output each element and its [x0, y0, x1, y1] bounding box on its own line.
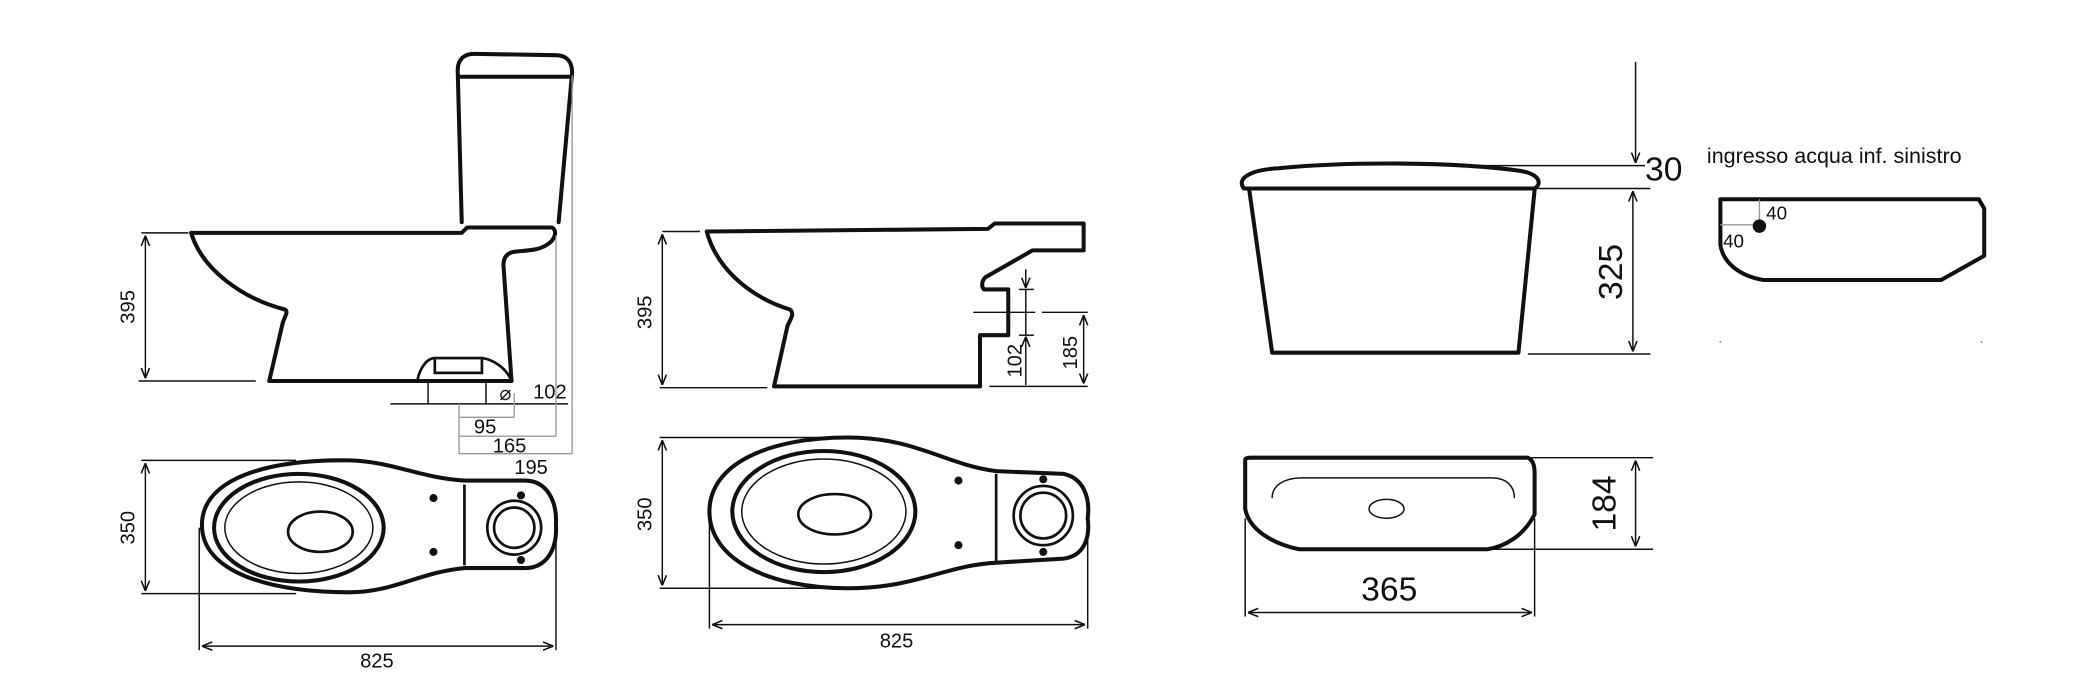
dim-label-395: 395 — [635, 295, 657, 329]
tank-top-outline — [1243, 455, 1537, 552]
dim-label-395: 395 — [118, 290, 140, 324]
dim-label-195: 195 — [514, 457, 548, 479]
tank-lid — [1239, 161, 1541, 191]
dim-label-325: 325 — [1593, 244, 1630, 300]
inlet-note: ingresso acqua inf. sinistro — [1707, 144, 1962, 168]
dim-label-825: 825 — [880, 631, 914, 653]
tank-section — [1718, 197, 1987, 283]
dim-label-30: 30 — [1645, 151, 1682, 188]
side-view-no-tank: 395 102 185 — [635, 221, 1088, 389]
tank-body — [1247, 187, 1537, 355]
dim-label-825: 825 — [360, 651, 394, 673]
dim-label-350: 350 — [635, 497, 657, 531]
bowl-outline — [189, 225, 558, 383]
tank-top-view: 184 365 — [1243, 455, 1654, 617]
dim-label-40-y: 40 — [1723, 231, 1744, 252]
outlet-box — [433, 356, 484, 375]
dim-label-95: 95 — [474, 416, 496, 438]
pan-outline — [707, 435, 1091, 591]
bowl-outline — [704, 221, 1086, 389]
dim-label-365: 365 — [1361, 571, 1417, 608]
bowl-opening — [286, 510, 355, 554]
dim-label-350: 350 — [118, 511, 140, 545]
dim-label-165: 165 — [493, 435, 527, 457]
side-view-with-tank: 395 ⌀ 102 95 165 195 — [118, 51, 575, 479]
dim-label-102: 102 — [533, 381, 567, 403]
diameter-symbol: ⌀ — [499, 383, 511, 405]
flush-button-hole — [1368, 498, 1405, 520]
top-view-with-tank: 350 825 — [118, 458, 558, 673]
bowl-opening — [796, 492, 873, 536]
pan-outline — [199, 458, 558, 595]
tank-front-view: 30 325 — [1239, 61, 1682, 355]
tank-inlet-ring — [485, 499, 543, 556]
water-inlet-hole — [1752, 219, 1767, 233]
outlet-arc — [415, 356, 513, 382]
dim-label-184: 184 — [1586, 475, 1623, 531]
dim-label-185: 185 — [1060, 336, 1082, 370]
dim-label-102: 102 — [1005, 344, 1027, 378]
tank-inlet-view: ingresso acqua inf. sinistro 40 40 — [1707, 144, 1987, 343]
top-view-no-tank: 350 825 — [635, 435, 1091, 653]
dim-label-40-x: 40 — [1766, 202, 1787, 223]
tank-outline — [455, 51, 575, 225]
